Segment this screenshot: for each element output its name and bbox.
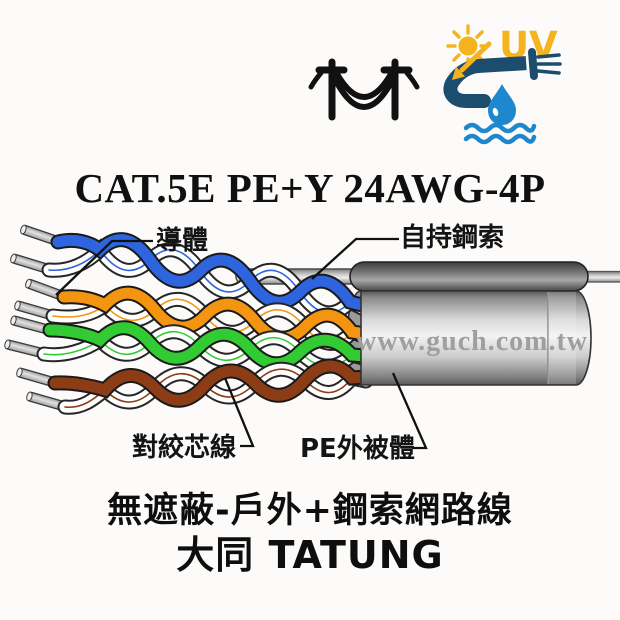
product-title: CAT.5E PE+Y 24AWG-4P [74,165,546,211]
label-twisted-core: 對絞芯線 [132,433,237,463]
water-drop-icon [488,84,516,125]
callout-line-twisted [223,377,255,448]
label-messenger-wire: 自持鋼索 [400,223,505,253]
twisted-pair-blue [41,232,374,321]
label-pe-jacket: PE外被體 [300,434,415,464]
product-description: 無遮蔽-戶外+鋼索網路線 [107,491,513,531]
aerial-cable-icon [308,58,420,121]
pe-jacket: www.guch.com.tw [356,290,592,386]
cable-icon [443,48,562,108]
sun-icon [446,24,490,68]
messenger-tube [349,261,589,292]
feature-icons: UV [308,24,562,145]
uv-arrow-icon [452,41,492,80]
callout-line-jacket [391,372,428,450]
callout-line-conductor [55,239,153,296]
twisted-pair-orange [45,285,374,351]
cable-diagram: www.guch.com.tw [4,224,620,450]
callout-line-messenger [311,237,399,280]
twisted-pair-green [36,320,374,374]
twisted-pair-brown [47,358,374,415]
label-conductor: 導體 [156,226,209,256]
callout-lines [55,237,428,450]
uv-waterproof-icon: UV [443,24,562,145]
water-waves-icon [463,122,537,145]
brand-name: 大同 TATUNG [176,533,444,577]
watermark: www.guch.com.tw [356,326,588,357]
